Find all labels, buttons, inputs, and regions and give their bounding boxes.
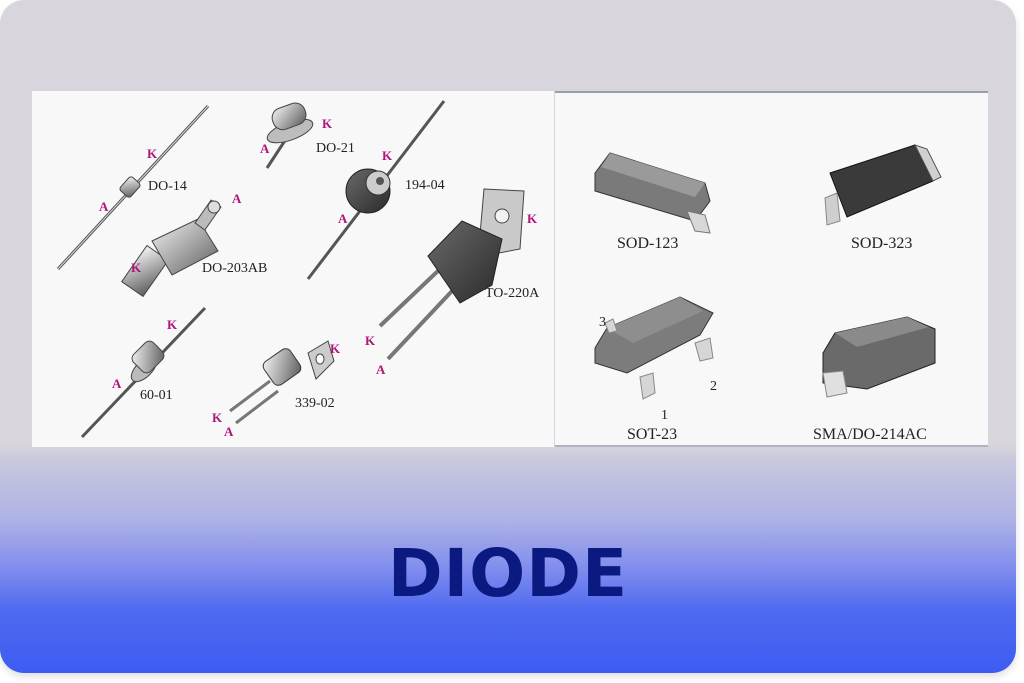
- pin-label-anode: A: [224, 424, 234, 439]
- pin-number-1: 1: [661, 408, 668, 423]
- banner-title: DIODE: [387, 535, 629, 612]
- package-label-to220a: TO-220A: [485, 286, 540, 301]
- package-label-do21: DO-21: [316, 141, 355, 156]
- sma-do214ac-package-icon: [822, 316, 936, 398]
- pin-label-anode: A: [338, 211, 348, 226]
- pin-number-3: 3: [599, 315, 606, 330]
- pin-label-cathode: K: [322, 116, 333, 131]
- banner-card: DO-14 K A DO-21 K A 194-04 K A DO-203AB …: [0, 0, 1016, 673]
- do203ab-stud-diode-icon: [121, 199, 222, 298]
- pin-label-cathode: K: [382, 148, 393, 163]
- pin-label-anode: A: [99, 199, 109, 214]
- package-label-60-01: 60-01: [140, 388, 173, 403]
- pin-label-anode: A: [112, 376, 122, 391]
- 194-04-diode-icon: [306, 100, 446, 280]
- pin-label-cathode: K: [212, 410, 223, 425]
- sod123-package-icon: [594, 152, 711, 234]
- package-label-339-02: 339-02: [295, 396, 335, 411]
- pin-label-anode: A: [260, 141, 270, 156]
- pin-label-tab-cathode: K: [330, 341, 341, 356]
- pin-label-cathode: K: [167, 317, 178, 332]
- pin-number-2: 2: [710, 379, 717, 394]
- do21-diode-icon: [265, 102, 314, 169]
- pin-label-cathode: K: [131, 260, 142, 275]
- package-label-sod123: SOD-123: [617, 235, 679, 252]
- package-label-do203ab: DO-203AB: [202, 261, 268, 276]
- do14-diode-icon: [56, 104, 210, 271]
- package-label-sma-do214ac: SMA/DO-214AC: [813, 426, 927, 443]
- 60-01-diode-icon: [80, 306, 207, 439]
- to220a-diode-icon: [378, 188, 525, 361]
- pin-label-anode: A: [232, 191, 242, 206]
- pin-label-anode: A: [376, 362, 386, 377]
- sod323-package-icon: [824, 144, 942, 226]
- package-label-sod323: SOD-323: [851, 235, 913, 252]
- package-label-do14: DO-14: [148, 179, 187, 194]
- 339-02-diode-icon: [229, 340, 335, 425]
- package-label-sot23: SOT-23: [627, 426, 678, 443]
- pin-label-tab-cathode: K: [527, 211, 538, 226]
- through-hole-illustrations: [56, 100, 525, 439]
- pin-label-cathode: K: [147, 146, 158, 161]
- package-label-194-04: 194-04: [405, 178, 445, 193]
- pin-label-cathode: K: [365, 333, 376, 348]
- through-hole-panel: DO-14 K A DO-21 K A 194-04 K A DO-203AB …: [32, 91, 554, 447]
- sot23-package-icon: [594, 296, 714, 400]
- smd-illustrations: [594, 144, 942, 400]
- smd-panel: SOD-123 SOD-323 3 2 1 SOT-23 SMA/DO-214A…: [555, 91, 988, 447]
